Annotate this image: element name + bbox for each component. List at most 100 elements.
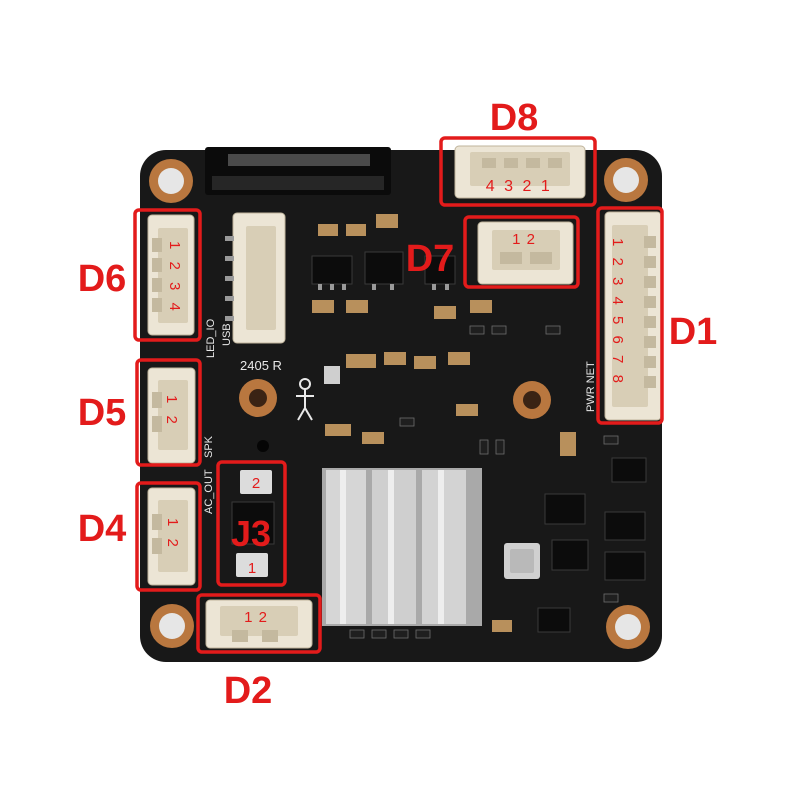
silk-board-code: 2405 R: [240, 358, 282, 373]
smd-resistor: [603, 435, 619, 445]
jumper-j3: [231, 470, 275, 577]
j3-pad-1: [236, 553, 268, 577]
box-d7: [463, 215, 580, 289]
ic-chip: [611, 457, 647, 483]
label-j3: J3: [231, 513, 271, 554]
smd-capacitor: [456, 404, 478, 416]
annotation-boxes: [133, 136, 664, 654]
j3-pad-2: [240, 470, 272, 494]
board-logo: [296, 378, 314, 421]
smd-capacitor: [448, 352, 470, 365]
smd-capacitor: [362, 432, 384, 444]
test-pad: [324, 366, 340, 384]
ic-chip: [424, 255, 456, 285]
pins-d8: 4 3 2 1: [486, 178, 552, 195]
silk-usb: USB: [221, 323, 233, 346]
silkscreen-text: LED_IO USB 2405 R PWR NET SPK AC_OUT: [203, 318, 597, 514]
box-d6: [133, 208, 202, 342]
smd-capacitor: [384, 352, 406, 365]
ic-chip: [544, 493, 586, 525]
smd-capacitor: [560, 432, 576, 456]
connector-d5: [147, 367, 196, 464]
label-d4: D4: [78, 508, 127, 550]
smd-resistor: [415, 629, 431, 639]
smd-capacitor: [434, 306, 456, 319]
label-d7: D7: [406, 238, 455, 280]
silk-ac-out: AC_OUT: [203, 469, 215, 514]
pad-center: [523, 391, 541, 409]
box-d2: [196, 593, 322, 654]
mounting-holes: [149, 158, 650, 649]
smd-capacitor: [346, 300, 368, 313]
smd-resistor: [399, 417, 415, 427]
connector-d2: [205, 599, 313, 649]
smd-resistor: [469, 325, 485, 335]
label-d5: D5: [78, 392, 127, 434]
fpc-latch: [212, 176, 384, 190]
smd-resistor: [479, 439, 489, 455]
smd-resistor: [393, 629, 409, 639]
connector-usb: [225, 212, 286, 344]
pins-d4: 1 2: [164, 518, 181, 551]
smd-components: [311, 214, 647, 639]
pins-d7: 1 2: [512, 231, 536, 248]
label-d2: D2: [224, 670, 273, 712]
smd-capacitor: [414, 356, 436, 369]
ic-chip: [604, 551, 646, 581]
connector-d6: [147, 214, 195, 336]
smd-resistor: [349, 629, 365, 639]
smd-capacitor: [346, 224, 366, 236]
ic-leg: [372, 284, 376, 290]
smd-capacitor: [318, 224, 338, 236]
hole-center: [159, 613, 185, 639]
connector-d8: [454, 145, 586, 199]
hole-center: [613, 167, 639, 193]
smd-capacitor: [346, 354, 376, 368]
ic-leg: [318, 284, 322, 290]
hole-center: [615, 614, 641, 640]
smd-resistor: [603, 593, 619, 603]
heatsink-highlight: [438, 470, 444, 624]
fpc-contacts: [228, 154, 370, 166]
label-d8: D8: [490, 97, 539, 139]
crystal-oscillator: [504, 543, 540, 579]
pins-d5: 1 2: [163, 395, 180, 428]
ic-leg: [390, 284, 394, 290]
smd-capacitor: [325, 424, 351, 436]
connector-labels: D8 D7 D6 D1 D5 D4 J3 D2: [78, 97, 718, 712]
box-d5: [135, 358, 202, 467]
pins-d6: 1 2 3 4: [166, 241, 183, 315]
smd-capacitor: [376, 214, 398, 228]
ic-leg: [445, 284, 449, 290]
ic-leg: [342, 284, 346, 290]
pin-numbers: 4 3 2 1 1 2 1 2 3 4 1 2 3 4 5 6 7 8 1 2 …: [163, 178, 626, 626]
silk-led-io: LED_IO: [205, 318, 217, 358]
ic-chip: [537, 607, 571, 633]
connector-d4: [147, 487, 196, 586]
pad-center: [249, 389, 267, 407]
silk-spk: SPK: [203, 435, 215, 458]
box-d8: [439, 136, 597, 207]
box-j3: [216, 460, 287, 587]
heatsink-highlight: [340, 470, 346, 624]
smd-capacitor: [312, 300, 334, 313]
smd-resistor: [545, 325, 561, 335]
ic-leg: [432, 284, 436, 290]
smd-resistor: [495, 439, 505, 455]
heatsink-highlight: [388, 470, 394, 624]
fpc-connector: [205, 147, 391, 195]
via-hole: [257, 440, 269, 452]
pins-j3-top: 2: [252, 475, 260, 492]
box-d4: [135, 481, 202, 592]
hole-center: [158, 168, 184, 194]
ic-chip: [311, 255, 353, 285]
connector-d1: [604, 211, 662, 421]
smd-resistor: [491, 325, 507, 335]
j3-body: [231, 501, 275, 545]
heatsink: [322, 468, 482, 626]
box-d1: [596, 206, 664, 425]
silk-pwr-net: PWR NET: [585, 361, 597, 412]
ic-chip: [604, 511, 646, 541]
